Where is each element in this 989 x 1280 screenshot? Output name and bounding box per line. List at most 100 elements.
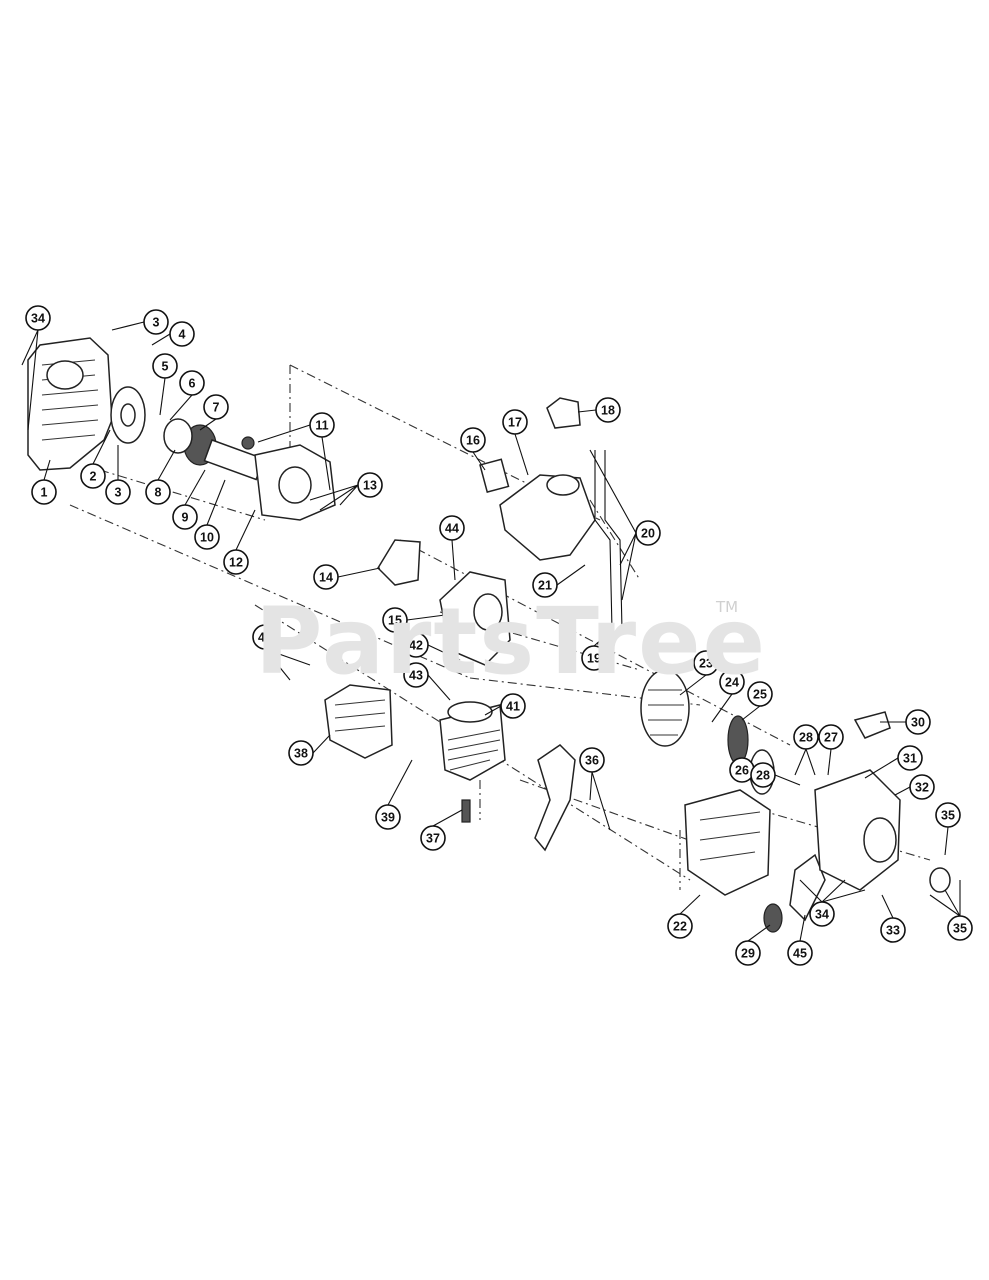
callout-label: 7 bbox=[213, 401, 220, 415]
callout-3: 3 bbox=[143, 309, 169, 335]
callout-1: 1 bbox=[31, 479, 57, 505]
cylinder-part bbox=[439, 701, 506, 781]
callout-44: 44 bbox=[439, 515, 465, 541]
handle-bracket-part bbox=[534, 744, 576, 852]
callout-42: 42 bbox=[403, 632, 429, 658]
callout-32: 32 bbox=[909, 774, 935, 800]
callout-label: 29 bbox=[741, 947, 755, 961]
callout-label: 8 bbox=[155, 486, 162, 500]
gasket-part bbox=[377, 539, 421, 586]
clutch-housing-part bbox=[814, 711, 901, 891]
callout-2: 2 bbox=[80, 463, 106, 489]
callout-39: 39 bbox=[375, 804, 401, 830]
fuel-lines-part bbox=[594, 450, 623, 631]
watermark-text: PartsTree bbox=[255, 588, 767, 695]
muffler-part bbox=[324, 684, 393, 759]
callout-label: 5 bbox=[162, 360, 169, 374]
callout-label: 41 bbox=[506, 700, 520, 714]
callout-18: 18 bbox=[595, 397, 621, 423]
callout-28: 28 bbox=[750, 762, 776, 788]
ignition-housing-part bbox=[241, 436, 336, 521]
callout-label: 11 bbox=[315, 419, 328, 433]
callout-label: 25 bbox=[753, 688, 767, 702]
callout-15: 15 bbox=[382, 607, 408, 633]
callout-33: 33 bbox=[880, 917, 906, 943]
callout-11: 11 bbox=[309, 412, 335, 438]
callout-35: 35 bbox=[935, 802, 961, 828]
fuel-filter-part bbox=[479, 458, 510, 493]
callout-label: 9 bbox=[182, 511, 189, 525]
fan-housing-part bbox=[684, 789, 826, 922]
callout-24: 24 bbox=[719, 669, 745, 695]
callout-17: 17 bbox=[502, 409, 528, 435]
callout-23: 23 bbox=[693, 650, 719, 676]
callout-34: 34 bbox=[809, 901, 835, 927]
callout-label: 16 bbox=[466, 434, 480, 448]
callout-22: 22 bbox=[667, 913, 693, 939]
callout-label: 3 bbox=[153, 316, 160, 330]
callout-label: 18 bbox=[601, 404, 615, 418]
callout-label: 20 bbox=[641, 527, 655, 541]
callout-label: 30 bbox=[911, 716, 925, 730]
callout-label: 13 bbox=[363, 479, 377, 493]
callout-label: 26 bbox=[735, 764, 749, 778]
callout-29: 29 bbox=[735, 940, 761, 966]
callout-5: 5 bbox=[152, 353, 178, 379]
callout-label: 23 bbox=[699, 657, 713, 671]
callout-41: 41 bbox=[500, 693, 526, 719]
callout-label: 37 bbox=[426, 832, 440, 846]
callout-25: 25 bbox=[747, 681, 773, 707]
fuel-cap-part bbox=[546, 397, 581, 429]
callout-label: 10 bbox=[200, 531, 214, 545]
callout-label: 17 bbox=[508, 416, 522, 430]
callout-label: 31 bbox=[903, 752, 917, 766]
callout-label: 21 bbox=[538, 579, 552, 593]
callout-label: 15 bbox=[388, 614, 402, 628]
callout-label: 19 bbox=[587, 652, 601, 666]
callout-14: 14 bbox=[313, 564, 339, 590]
callout-label: 45 bbox=[793, 947, 807, 961]
callout-20: 20 bbox=[635, 520, 661, 546]
fuel-tank-part bbox=[499, 474, 596, 561]
crankcase-cover-part bbox=[27, 337, 113, 471]
spark-plug-part bbox=[461, 799, 471, 823]
callout-3: 3 bbox=[105, 479, 131, 505]
callout-label: 1 bbox=[41, 486, 48, 500]
callout-12: 12 bbox=[223, 549, 249, 575]
callout-10: 10 bbox=[194, 524, 220, 550]
callout-label: 44 bbox=[445, 522, 459, 536]
callout-label: 34 bbox=[31, 312, 45, 326]
callout-36: 36 bbox=[579, 747, 605, 773]
callout-19: 19 bbox=[581, 645, 607, 671]
callout-31: 31 bbox=[897, 745, 923, 771]
callout-43: 43 bbox=[403, 662, 429, 688]
callout-label: 32 bbox=[915, 781, 929, 795]
callout-label: 27 bbox=[824, 731, 838, 745]
callout-label: 34 bbox=[815, 908, 829, 922]
callout-37: 37 bbox=[420, 825, 446, 851]
carburetor-part bbox=[439, 571, 511, 666]
callout-28: 28 bbox=[793, 724, 819, 750]
callout-38: 38 bbox=[288, 740, 314, 766]
callout-label: 14 bbox=[319, 571, 333, 585]
callout-34: 34 bbox=[25, 305, 51, 331]
callout-label: 36 bbox=[585, 754, 599, 768]
callout-label: 12 bbox=[229, 556, 243, 570]
callout-label: 43 bbox=[409, 669, 423, 683]
callout-label: 3 bbox=[115, 486, 122, 500]
callout-label: 38 bbox=[294, 747, 308, 761]
callout-8: 8 bbox=[145, 479, 171, 505]
callout-13: 13 bbox=[357, 472, 383, 498]
callout-21: 21 bbox=[532, 572, 558, 598]
callout-40: 40 bbox=[252, 624, 278, 650]
callout-4: 4 bbox=[169, 321, 195, 347]
cooling-fan-part bbox=[640, 669, 690, 747]
callout-30: 30 bbox=[905, 709, 931, 735]
callout-label: 28 bbox=[799, 731, 813, 745]
rotor-assembly-part bbox=[163, 418, 265, 481]
callout-label: 24 bbox=[725, 676, 739, 690]
callout-45: 45 bbox=[787, 940, 813, 966]
callout-label: 40 bbox=[258, 631, 272, 645]
